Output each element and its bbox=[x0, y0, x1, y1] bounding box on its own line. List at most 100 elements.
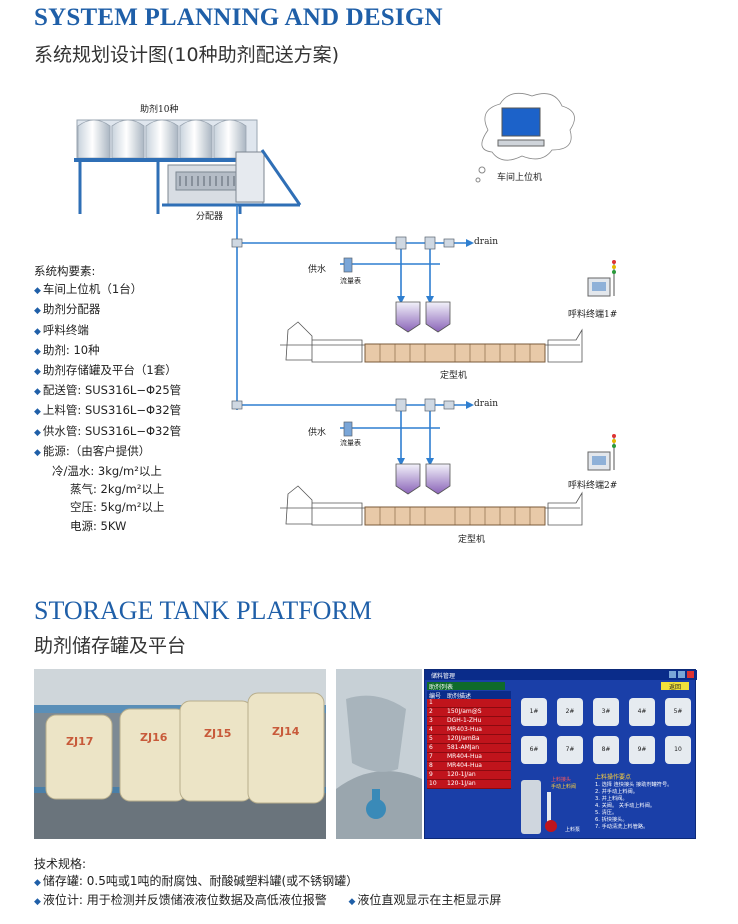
inlet-label: 上料接头 bbox=[551, 777, 572, 783]
level-sensor-photo bbox=[336, 669, 422, 839]
diamond-bullet-icon: ◆ bbox=[34, 286, 41, 297]
tank-button[interactable]: 1# bbox=[521, 698, 547, 726]
operation-notes: 上料操作要点 1. 选择 连快接头 接助剂罐符号。 2. 并手动上料阀。 3. … bbox=[595, 774, 695, 831]
window-titlebar: 储料管理 bbox=[425, 670, 697, 680]
valves bbox=[231, 236, 455, 437]
pump-icon[interactable] bbox=[545, 820, 557, 832]
computer-icon bbox=[475, 92, 575, 183]
diamond-bullet-icon: ◆ bbox=[34, 346, 41, 357]
machine-label-2: 定型机 bbox=[458, 535, 486, 545]
tank-button[interactable]: 6# bbox=[521, 736, 547, 764]
distributor bbox=[162, 149, 302, 207]
tank-button[interactable]: 8# bbox=[593, 736, 619, 764]
additive-tanks bbox=[74, 119, 260, 214]
ops-item: 7. 手动清洗上料管路。 bbox=[595, 824, 649, 830]
terminal-label-1: 呼料终端1# bbox=[568, 310, 618, 320]
energy-item: 蒸气: 2kg/m²以上 bbox=[70, 482, 165, 497]
diamond-bullet-icon: ◆ bbox=[348, 897, 356, 907]
tank-button[interactable]: 9# bbox=[629, 736, 655, 764]
tank-button[interactable]: 5# bbox=[665, 698, 691, 726]
pipe-icon bbox=[547, 792, 551, 822]
specs-heading: 技术规格: bbox=[34, 857, 87, 871]
setting-machine-1 bbox=[280, 321, 583, 363]
table-header: 编号助剂描述 bbox=[427, 691, 511, 700]
diamond-bullet-icon: ◆ bbox=[34, 387, 41, 398]
section2-title-en: STORAGE TANK PLATFORM bbox=[34, 596, 372, 625]
ops-item: 3. 并上料阀。 bbox=[595, 796, 628, 802]
diamond-bullet-icon: ◆ bbox=[34, 447, 41, 458]
meter-label-2: 流量表 bbox=[340, 439, 361, 447]
close-icon[interactable] bbox=[687, 671, 694, 678]
drain-label-2: drain bbox=[474, 399, 499, 409]
return-button[interactable]: 返回 bbox=[661, 682, 689, 691]
meter-label-1: 流量表 bbox=[340, 277, 361, 285]
table-row[interactable]: 1 bbox=[427, 699, 511, 708]
list-item: ◆供水管: SUS316L−Φ32管 bbox=[34, 423, 182, 438]
ops-item: 5. 清压。 bbox=[595, 810, 618, 816]
water-label-2: 供水 bbox=[308, 428, 327, 438]
ops-item: 6. 拆快接头。 bbox=[595, 817, 628, 823]
energy-item: 空压: 5kg/m²以上 bbox=[70, 500, 165, 515]
tank-button[interactable]: 2# bbox=[557, 698, 583, 726]
maximize-icon[interactable] bbox=[678, 671, 685, 678]
list-item: ◆储存罐: 0.5吨或1吨的耐腐蚀、耐酸碱塑料罐(或不锈钢罐） bbox=[34, 874, 359, 888]
diamond-bullet-icon: ◆ bbox=[34, 878, 41, 888]
tank-label: ZJ17 bbox=[66, 735, 93, 748]
drain-label-1: drain bbox=[474, 237, 499, 247]
water-label-1: 供水 bbox=[308, 265, 327, 275]
tank-button[interactable]: 3# bbox=[593, 698, 619, 726]
tank-button[interactable]: 10 bbox=[665, 736, 691, 764]
section-title-cn: 系统规划设计图(10种助剂配送方案) bbox=[34, 44, 340, 66]
tank-button[interactable]: 4# bbox=[629, 698, 655, 726]
diamond-bullet-icon: ◆ bbox=[34, 427, 41, 438]
pump-label: 上料泵 bbox=[565, 827, 581, 833]
system-requirements: 系统构要素: ◆车间上位机（1台） ◆助剂分配器 ◆呼料终端 ◆助剂: 10种 … bbox=[34, 262, 181, 535]
diamond-bullet-icon: ◆ bbox=[34, 407, 41, 418]
energy-item: 冷/温水: 3kg/m²以上 bbox=[52, 464, 162, 479]
pump-illustration: 上料接头 手动上料阀 上料泵 bbox=[521, 776, 591, 836]
call-terminal-2 bbox=[587, 434, 616, 471]
system-diagram bbox=[74, 92, 616, 526]
minimize-icon[interactable] bbox=[669, 671, 676, 678]
energy-item: 电源: 5KW bbox=[70, 518, 127, 533]
technical-specs: 技术规格: ◆储存罐: 0.5吨或1吨的耐腐蚀、耐酸碱塑料罐(或不锈钢罐） ◆液… bbox=[34, 856, 501, 911]
tank-label: ZJ16 bbox=[140, 731, 168, 744]
ops-title: 上料操作要点 bbox=[595, 774, 632, 781]
diamond-bullet-icon: ◆ bbox=[34, 306, 41, 317]
requirements-heading: 系统构要素: bbox=[34, 264, 96, 278]
ops-item: 2. 并手动上料阀。 bbox=[595, 789, 638, 795]
tank-button[interactable]: 7# bbox=[557, 736, 583, 764]
list-title: 助剂列表 bbox=[427, 682, 505, 691]
distributor-label: 分配器 bbox=[196, 212, 224, 222]
tank-grid: 1# 2# 3# 4# 5# 6# 7# 8# 9# 10 bbox=[521, 698, 691, 764]
list-item: ◆助剂存储罐及平台（1套） bbox=[34, 363, 177, 378]
list-item: ◆助剂分配器 bbox=[34, 302, 101, 317]
terminal-label-2: 呼料终端2# bbox=[568, 481, 618, 491]
section2-title-cn: 助剂储存罐及平台 bbox=[34, 635, 187, 657]
list-item: ◆液位计: 用于检测并反馈储液液位数据及高低液位报警 ◆液位直观显示在主柜显示屏 bbox=[34, 893, 502, 907]
tank-label: ZJ15 bbox=[204, 727, 231, 740]
flow-arrows bbox=[397, 239, 474, 466]
tank-icon bbox=[521, 780, 541, 834]
list-item: ◆能源:（由客户提供） bbox=[34, 443, 151, 458]
storage-tank-photo: ZJ17 ZJ16 ZJ15 ZJ14 bbox=[34, 669, 326, 839]
valve-label: 手动上料阀 bbox=[551, 784, 577, 790]
setting-machine-2 bbox=[280, 485, 583, 526]
ops-item: 4. 关阀。 关手动上料阀。 bbox=[595, 803, 656, 809]
list-item: ◆呼料终端 bbox=[34, 322, 89, 337]
diamond-bullet-icon: ◆ bbox=[34, 326, 41, 337]
tank-label: ZJ14 bbox=[272, 725, 300, 738]
list-item: ◆上料管: SUS316L−Φ32管 bbox=[34, 403, 182, 418]
list-item: ◆车间上位机（1台） bbox=[34, 282, 143, 297]
